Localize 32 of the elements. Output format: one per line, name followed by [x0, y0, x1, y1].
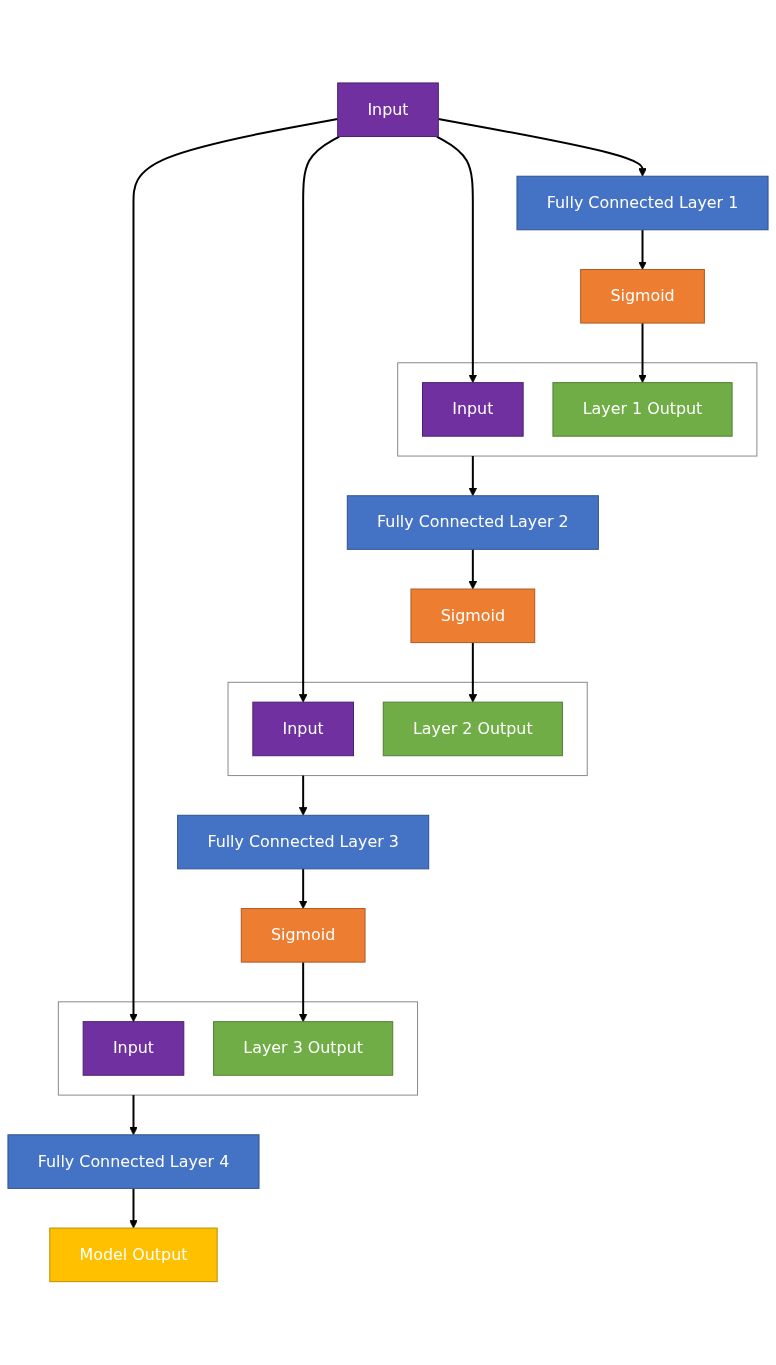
- node-box: Model Output: [49, 1227, 218, 1283]
- arrow: [468, 548, 478, 590]
- node-box: Input: [82, 1021, 185, 1076]
- cluster: [57, 1001, 419, 1096]
- node-box: Input: [337, 82, 439, 138]
- arrow: [435, 135, 478, 384]
- arrow: [468, 641, 478, 703]
- cluster: [227, 682, 588, 777]
- arrow: [129, 1187, 138, 1229]
- cluster: [397, 362, 758, 457]
- arrow: [298, 961, 308, 1023]
- node-box: Fully Connected Layer 1: [516, 175, 769, 231]
- node-box: Fully Connected Layer 3: [177, 814, 430, 870]
- node-box: Input: [252, 701, 354, 757]
- node-box: Layer 2 Output: [382, 701, 563, 757]
- node-box: Layer 3 Output: [213, 1021, 394, 1076]
- arrow: [129, 1094, 138, 1136]
- node-box: Sigmoid: [240, 908, 366, 963]
- node-box: Fully Connected Layer 2: [346, 495, 599, 551]
- node-box: Sigmoid: [580, 269, 705, 324]
- node-box: Fully Connected Layer 4: [7, 1134, 260, 1190]
- arrow: [298, 868, 308, 910]
- node-box: Input: [422, 382, 524, 437]
- arrow: [298, 135, 341, 703]
- arrow: [638, 322, 647, 384]
- arrow: [468, 455, 478, 497]
- arrow: [437, 118, 647, 177]
- arrow: [298, 774, 308, 816]
- node-box: Sigmoid: [410, 588, 536, 644]
- arrow: [638, 229, 647, 271]
- node-box: Layer 1 Output: [552, 382, 733, 437]
- arrow: [129, 118, 339, 1023]
